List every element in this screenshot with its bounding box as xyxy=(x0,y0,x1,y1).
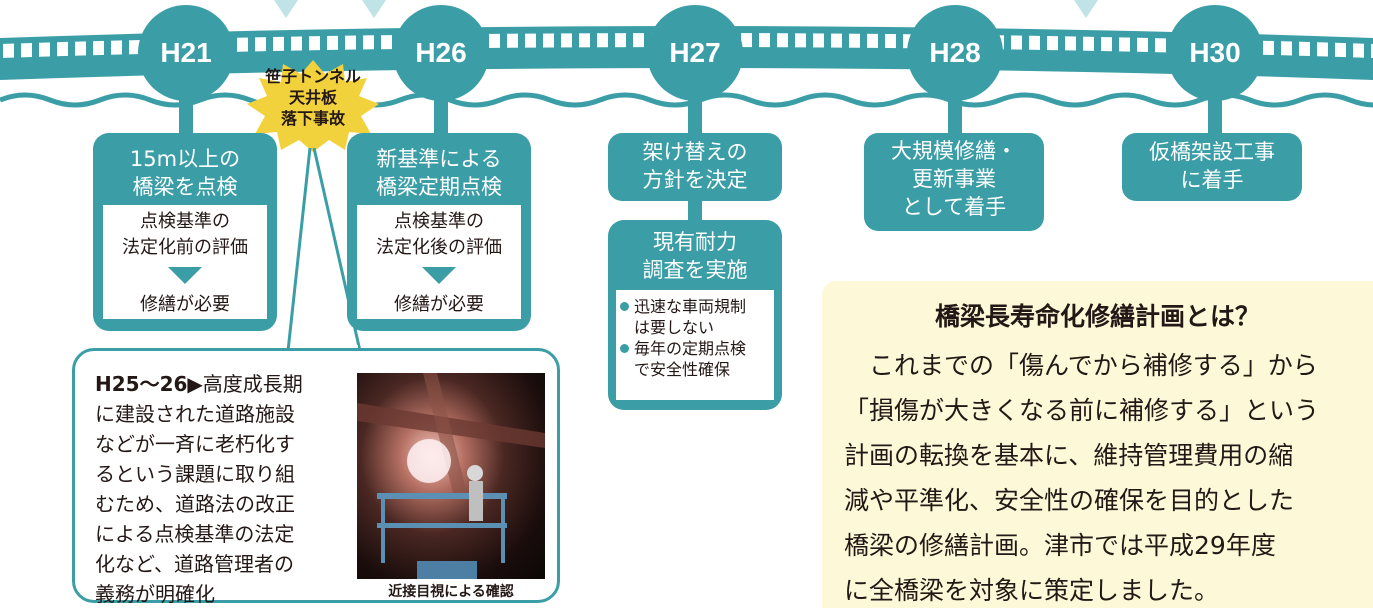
accident-badge-line3: 落下事故 xyxy=(280,109,345,128)
photo-caption: 近接目視による確認 xyxy=(388,584,514,600)
note-box: H25〜26▶高度成長期 に建設された道路施設 などが一斉に老朽化す るという課… xyxy=(72,348,560,606)
box-h27-policy-title: 架け替えの 方針を決定 xyxy=(642,140,748,192)
badge-pointer xyxy=(286,148,362,352)
inspection-photo-illustration xyxy=(357,373,545,579)
definition-callout: 橋梁長寿命化修繕計画とは？ これまでの「傷んでから補修する」から 「損傷が大きく… xyxy=(822,281,1373,608)
box-h27-policy: 架け替えの 方針を決定 xyxy=(608,133,782,201)
box-h27-survey: 現有耐力 調査を実施 迅速な車両規制 は要しない 毎年の定期点検 で安全性確保 xyxy=(608,220,782,410)
box-h26: 新基準による 橋梁定期点検 点検基準の 法定化後の評価 修繕が必要 xyxy=(347,133,531,331)
box-h27-survey-inner: 迅速な車両規制 は要しない 毎年の定期点検 で安全性確保 xyxy=(616,290,774,400)
box-h21-inner-top: 点検基準の 法定化前の評価 xyxy=(122,211,248,258)
inspection-photo xyxy=(357,373,545,579)
year-circle-h26: H26 xyxy=(393,5,489,101)
box-h26-inner: 点検基準の 法定化後の評価 修繕が必要 xyxy=(357,205,521,319)
bullet-item: 迅速な車両規制 は要しない xyxy=(620,296,770,338)
box-h26-inner-bottom: 修繕が必要 xyxy=(394,294,484,315)
note-lead: H25〜26▶ xyxy=(95,372,203,396)
bullet-item: 毎年の定期点検 で安全性確保 xyxy=(620,338,770,380)
connector-h30 xyxy=(1208,100,1222,136)
callout-title: 橋梁長寿命化修繕計画とは？ xyxy=(934,302,1260,331)
year-circle-h30: H30 xyxy=(1167,5,1263,101)
box-h28: 大規模修繕・ 更新事業 として着手 xyxy=(864,133,1044,231)
year-circle-h21: H21 xyxy=(138,5,234,101)
year-circle-h27: H27 xyxy=(647,5,743,101)
box-h28-title: 大規模修繕・ 更新事業 として着手 xyxy=(891,139,1017,219)
box-h21-inner: 点検基準の 法定化前の評価 修繕が必要 xyxy=(103,205,267,319)
connector-h26 xyxy=(434,100,448,136)
box-h30: 仮橋架設工事 に着手 xyxy=(1122,133,1302,201)
box-h21-inner-bottom: 修繕が必要 xyxy=(140,294,230,315)
box-h30-title: 仮橋架設工事 に着手 xyxy=(1149,140,1275,192)
down-arrow-icon xyxy=(168,267,202,284)
box-h27-bullets: 迅速な車両規制 は要しない 毎年の定期点検 で安全性確保 xyxy=(620,296,770,380)
connector-h27-lower xyxy=(688,198,702,224)
connector-h28 xyxy=(948,100,962,136)
box-h21: 15m以上の 橋梁を点検 点検基準の 法定化前の評価 修繕が必要 xyxy=(93,133,277,331)
box-h26-inner-top: 点検基準の 法定化後の評価 xyxy=(376,211,502,258)
note-text: H25〜26▶高度成長期 に建設された道路施設 などが一斉に老朽化す るという課… xyxy=(95,369,349,609)
accident-badge-line1: 笹子トンネル xyxy=(265,67,361,86)
down-arrow-icon xyxy=(422,267,456,284)
connector-h21 xyxy=(179,100,193,136)
callout-body: これまでの「傷んでから補修する」から 「損傷が大きくなる前に補修する」という 計… xyxy=(844,351,1320,605)
connector-h27 xyxy=(688,100,702,136)
box-h21-title: 15m以上の 橋梁を点検 xyxy=(129,147,241,199)
box-h26-title: 新基準による 橋梁定期点検 xyxy=(376,147,502,199)
accident-badge-line2: 天井板 xyxy=(288,88,337,107)
box-h27-survey-title: 現有耐力 調査を実施 xyxy=(642,230,748,282)
accident-starburst-icon xyxy=(247,60,379,152)
note-body: 高度成長期 に建設された道路施設 などが一斉に老朽化す るという課題に取り組 む… xyxy=(95,372,303,606)
accident-badge-text: 笹子トンネル 天井板 落下事故 xyxy=(245,66,381,129)
year-circle-h28: H28 xyxy=(907,5,1003,101)
